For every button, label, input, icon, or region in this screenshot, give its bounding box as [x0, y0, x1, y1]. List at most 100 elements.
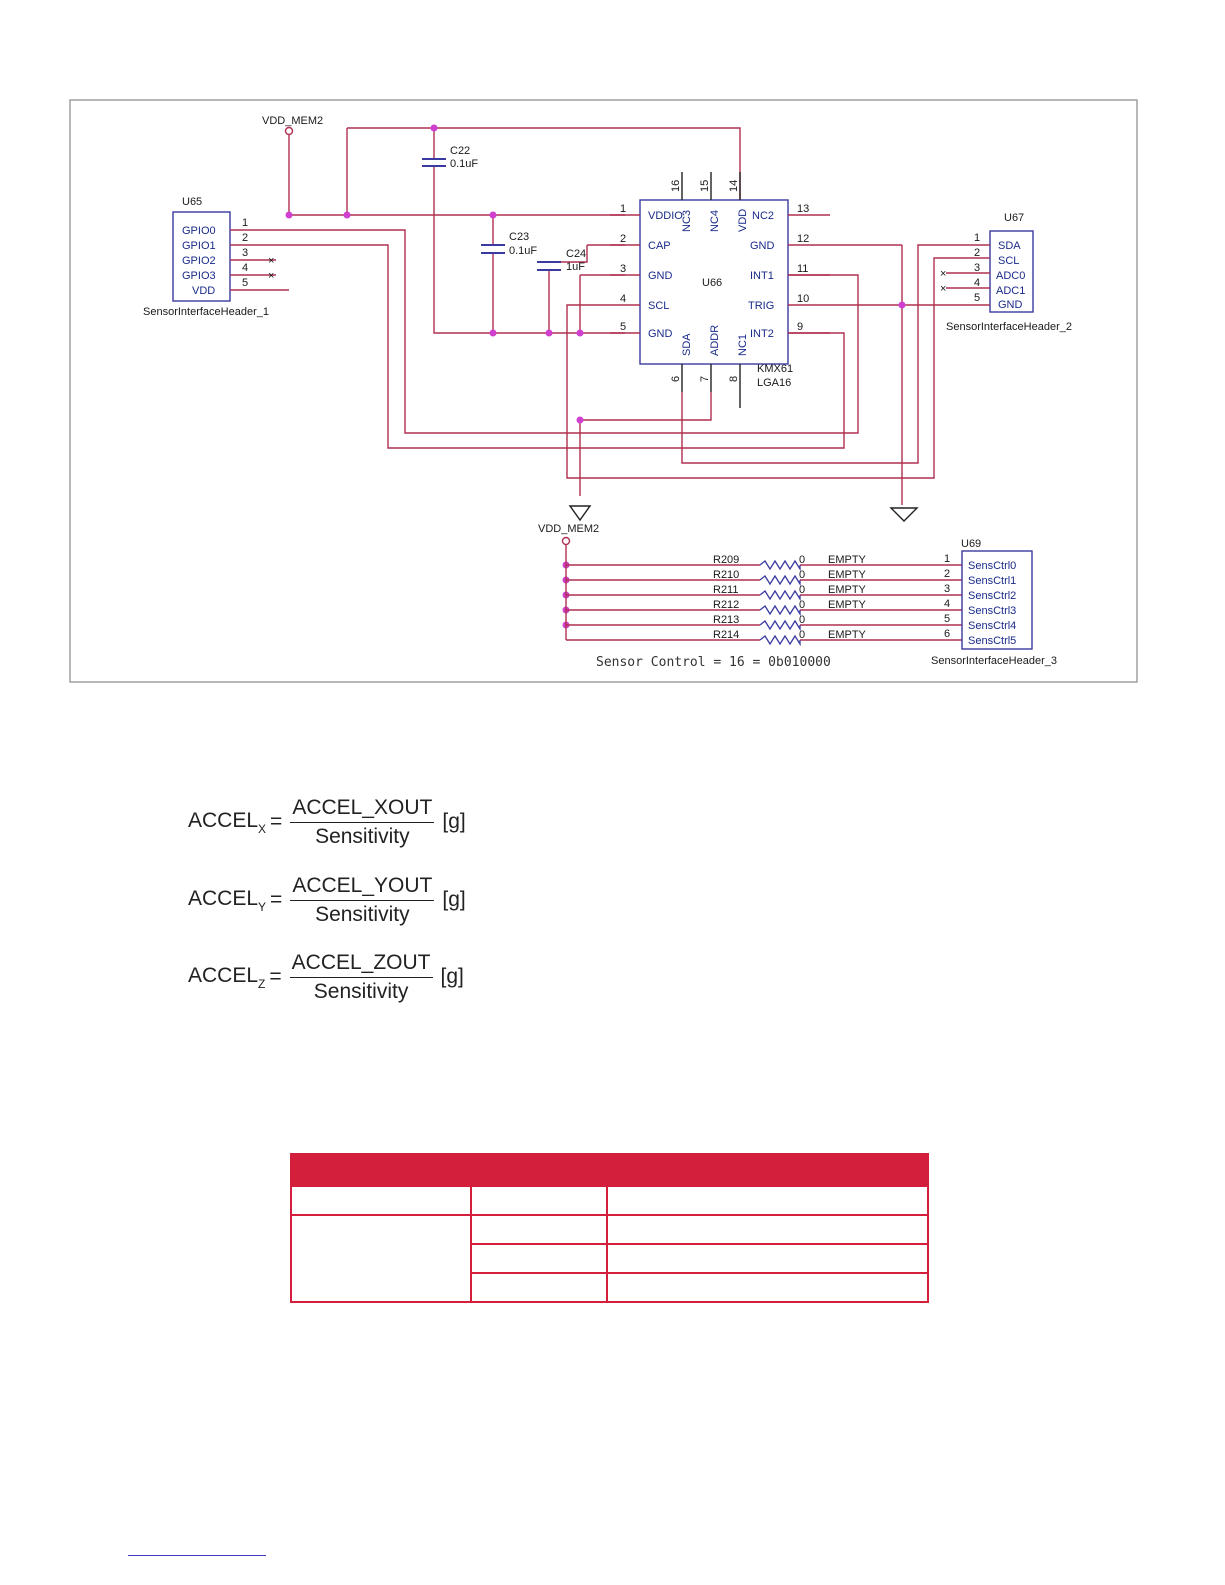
u66-pin11-num: 11	[797, 263, 808, 275]
u65-pin5-num: 5	[242, 277, 248, 289]
resistor-symbol	[759, 559, 801, 572]
u66-pin7-name: ADDR	[709, 325, 721, 356]
eq-x-equals: =	[270, 810, 283, 833]
u69-pin-num: 1	[944, 553, 950, 565]
eq-y-lhs: ACCEL	[188, 886, 259, 910]
resistor-ref: R211	[713, 584, 738, 596]
u66-pin9-num: 9	[797, 321, 803, 333]
schematic-frame	[69, 99, 1138, 683]
eq-y-denominator: Sensitivity	[315, 902, 410, 926]
table-cell	[606, 1214, 929, 1245]
u67-pin3-num: 3	[974, 262, 980, 274]
u66-vertical-stubs	[681, 172, 741, 408]
table-cell	[606, 1272, 929, 1303]
u66-pin11-name: INT1	[750, 270, 774, 282]
u67-pin4-num: 4	[974, 277, 980, 289]
u65-ref: U65	[182, 196, 202, 208]
schematic-diagram: VDD_MEM2 C22 0.1uF C23 0.1uF C24 1uF U65…	[69, 99, 1138, 683]
u65-pin1-num: 1	[242, 217, 248, 229]
u66-pin7-num: 7	[699, 376, 711, 382]
table-row	[290, 1214, 929, 1303]
footer-rule	[128, 1555, 266, 1556]
c24-plates	[537, 261, 561, 271]
u67-nc-mark-1: ×	[940, 268, 946, 280]
resistor-value: 0	[799, 599, 805, 611]
u66-package: LGA16	[757, 377, 791, 389]
u66-pin2-name: CAP	[648, 240, 671, 252]
u67-nc-mark-2: ×	[940, 283, 946, 295]
u66-pin2-num: 2	[620, 233, 626, 245]
resistor-value: 0	[799, 584, 805, 596]
resistor-note: EMPTY	[828, 599, 867, 611]
table-cell	[470, 1214, 608, 1245]
u66-pin12-num: 12	[797, 233, 809, 245]
junction-dots	[285, 124, 906, 629]
eq-y-equals: =	[270, 888, 283, 911]
u69-pin-labels: 1SensCtrl02SensCtrl13SensCtrl24SensCtrl3…	[944, 553, 1016, 647]
table-cell	[470, 1243, 608, 1274]
u65-wires	[230, 229, 859, 449]
u66-pin13-name: NC2	[752, 210, 774, 222]
u69-pin-name: SensCtrl5	[968, 635, 1016, 647]
u66-pin3-num: 3	[620, 263, 626, 275]
u66-pin15-name: NC4	[709, 210, 721, 232]
sensor-control-note: Sensor Control = 16 = 0b010000	[596, 655, 831, 670]
resistor-note: EMPTY	[828, 584, 867, 596]
resistor-value: 0	[799, 614, 805, 626]
c23-plates	[481, 244, 505, 254]
u66-pin1-num: 1	[620, 203, 626, 215]
table-row	[290, 1185, 929, 1216]
u69-pin-num: 4	[944, 598, 950, 610]
u65-pin4-name: GPIO3	[182, 270, 216, 282]
u69-pin-num: 2	[944, 568, 950, 580]
eq-x-numerator: ACCEL_XOUT	[290, 796, 435, 823]
u66-pin8-name: NC1	[737, 334, 749, 356]
eq-z-lhs: ACCEL	[188, 963, 259, 987]
resistor-ref: R210	[713, 569, 739, 581]
u67-pin4-name: ADC1	[996, 285, 1025, 297]
u66-pin6-num: 6	[670, 376, 682, 382]
u69-pin-name: SensCtrl1	[968, 575, 1016, 587]
resistor-symbol	[759, 619, 801, 632]
eq-z-denominator: Sensitivity	[313, 979, 409, 1003]
resistor-note: EMPTY	[828, 629, 867, 641]
u69-box	[961, 550, 1033, 650]
c24-value: 1uF	[566, 261, 585, 273]
u66-pin16-name: NC3	[681, 210, 693, 232]
net-label-vdd-mem2-bottom: VDD_MEM2	[538, 523, 599, 535]
u69-pin-num: 6	[944, 628, 950, 640]
resistor-value: 0	[799, 554, 805, 566]
u65-nc-mark-1: ×	[268, 255, 274, 267]
table-cell	[290, 1185, 472, 1216]
u65-pin4-num: 4	[242, 262, 248, 274]
u65-pin5-name: VDD	[192, 285, 215, 297]
u65-box	[172, 211, 231, 302]
bus-wires	[566, 244, 984, 505]
table-cell	[606, 1185, 929, 1216]
resistor-symbol	[759, 604, 801, 617]
u65-pin2-num: 2	[242, 232, 248, 244]
eq-x-unit: [g]	[442, 810, 466, 833]
c22-plates	[422, 158, 446, 167]
resistor-note: EMPTY	[828, 569, 867, 581]
table-cell	[606, 1243, 929, 1274]
u67-pin1-num: 1	[974, 232, 980, 244]
u66-pin15-num: 15	[699, 180, 711, 192]
resistor-ref: R212	[713, 599, 739, 611]
resistor-symbol	[759, 634, 801, 647]
eq-z-equals: =	[269, 965, 282, 988]
u66-pin5-num: 5	[620, 321, 626, 333]
u66-pin9-name: INT2	[750, 328, 774, 340]
eq-z-unit: [g]	[440, 965, 464, 988]
u65-pin3-num: 3	[242, 247, 248, 259]
u69-name: SensorInterfaceHeader_3	[931, 655, 1057, 667]
net-label-vdd-mem2: VDD_MEM2	[262, 115, 323, 127]
table-cell	[290, 1214, 472, 1303]
c23-ref: C23	[509, 231, 529, 243]
u69-pin-num: 3	[944, 583, 950, 595]
eq-z-sub: Z	[258, 976, 266, 991]
table-row	[291, 1243, 929, 1274]
c24-ref: C24	[566, 248, 586, 260]
u65-name: SensorInterfaceHeader_1	[143, 306, 269, 318]
